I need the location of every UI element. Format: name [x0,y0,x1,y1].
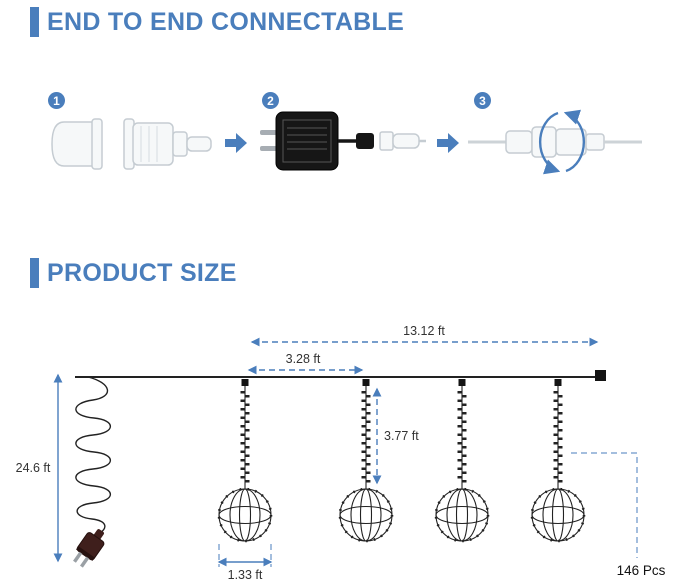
dim-lead-label: 24.6 ft [16,461,51,475]
title-accent-bar [30,258,39,288]
step-3-number-badge: 3 [474,92,491,109]
connector-plug-white [379,131,426,151]
step-panel-1: 1 [38,86,216,198]
product-size-diagram: 13.12 ft 3.28 ft 3.77 ft 24.6 ft 1.33 ft [16,324,666,582]
ball-light [217,487,273,543]
connected-assembly-icon [468,109,642,175]
end-connector [595,370,606,381]
next-step-arrow-icon [437,133,459,153]
rotate-arrows-icon [538,109,586,175]
count-label: 146 Pcs [617,563,666,578]
main-wire [75,370,606,381]
dim-drop-height: 3.77 ft [372,387,419,485]
ball-light [434,487,490,543]
light-drop-3 [434,379,490,543]
step-1-number-badge: 1 [48,92,65,109]
power-adapter [260,111,374,171]
dim-drop-label: 3.77 ft [384,429,419,443]
dim-drop-spacing: 3.28 ft [247,352,364,375]
power-adapter-icon [260,111,426,171]
step-panel-3: 3 [464,86,646,198]
section-title-text: PRODUCT SIZE [47,258,237,287]
power-plug-icon [73,529,105,568]
light-drop-4 [530,379,586,543]
dim-total-length-label: 13.12 ft [403,324,445,338]
title-accent-bar [30,7,39,37]
dim-lead-length: 24.6 ft [16,373,63,563]
section-title-text: END TO END CONNECTABLE [47,7,405,36]
ball-light [530,487,586,543]
dim-spacing-label: 3.28 ft [286,352,321,366]
dim-ball-width: 1.33 ft [217,544,273,582]
step-2-number-badge: 2 [262,92,279,109]
step-panel-2: 2 [252,86,430,198]
connector-cap [51,118,103,170]
connector-parts-icon [51,118,212,170]
light-drop-1 [217,379,273,543]
product-size-section-title: PRODUCT SIZE [30,258,237,288]
count-annotation: 146 Pcs [571,452,666,578]
light-drop-2 [338,379,394,543]
dim-total-length: 13.12 ft [250,324,599,347]
connectable-section-title: END TO END CONNECTABLE [30,7,404,37]
next-step-arrow-icon [225,133,247,153]
connector-socket [123,118,212,170]
lead-wire-coil [75,376,112,535]
connected-assembly [468,126,642,158]
ball-light [338,487,394,543]
dim-ball-label: 1.33 ft [228,568,263,582]
